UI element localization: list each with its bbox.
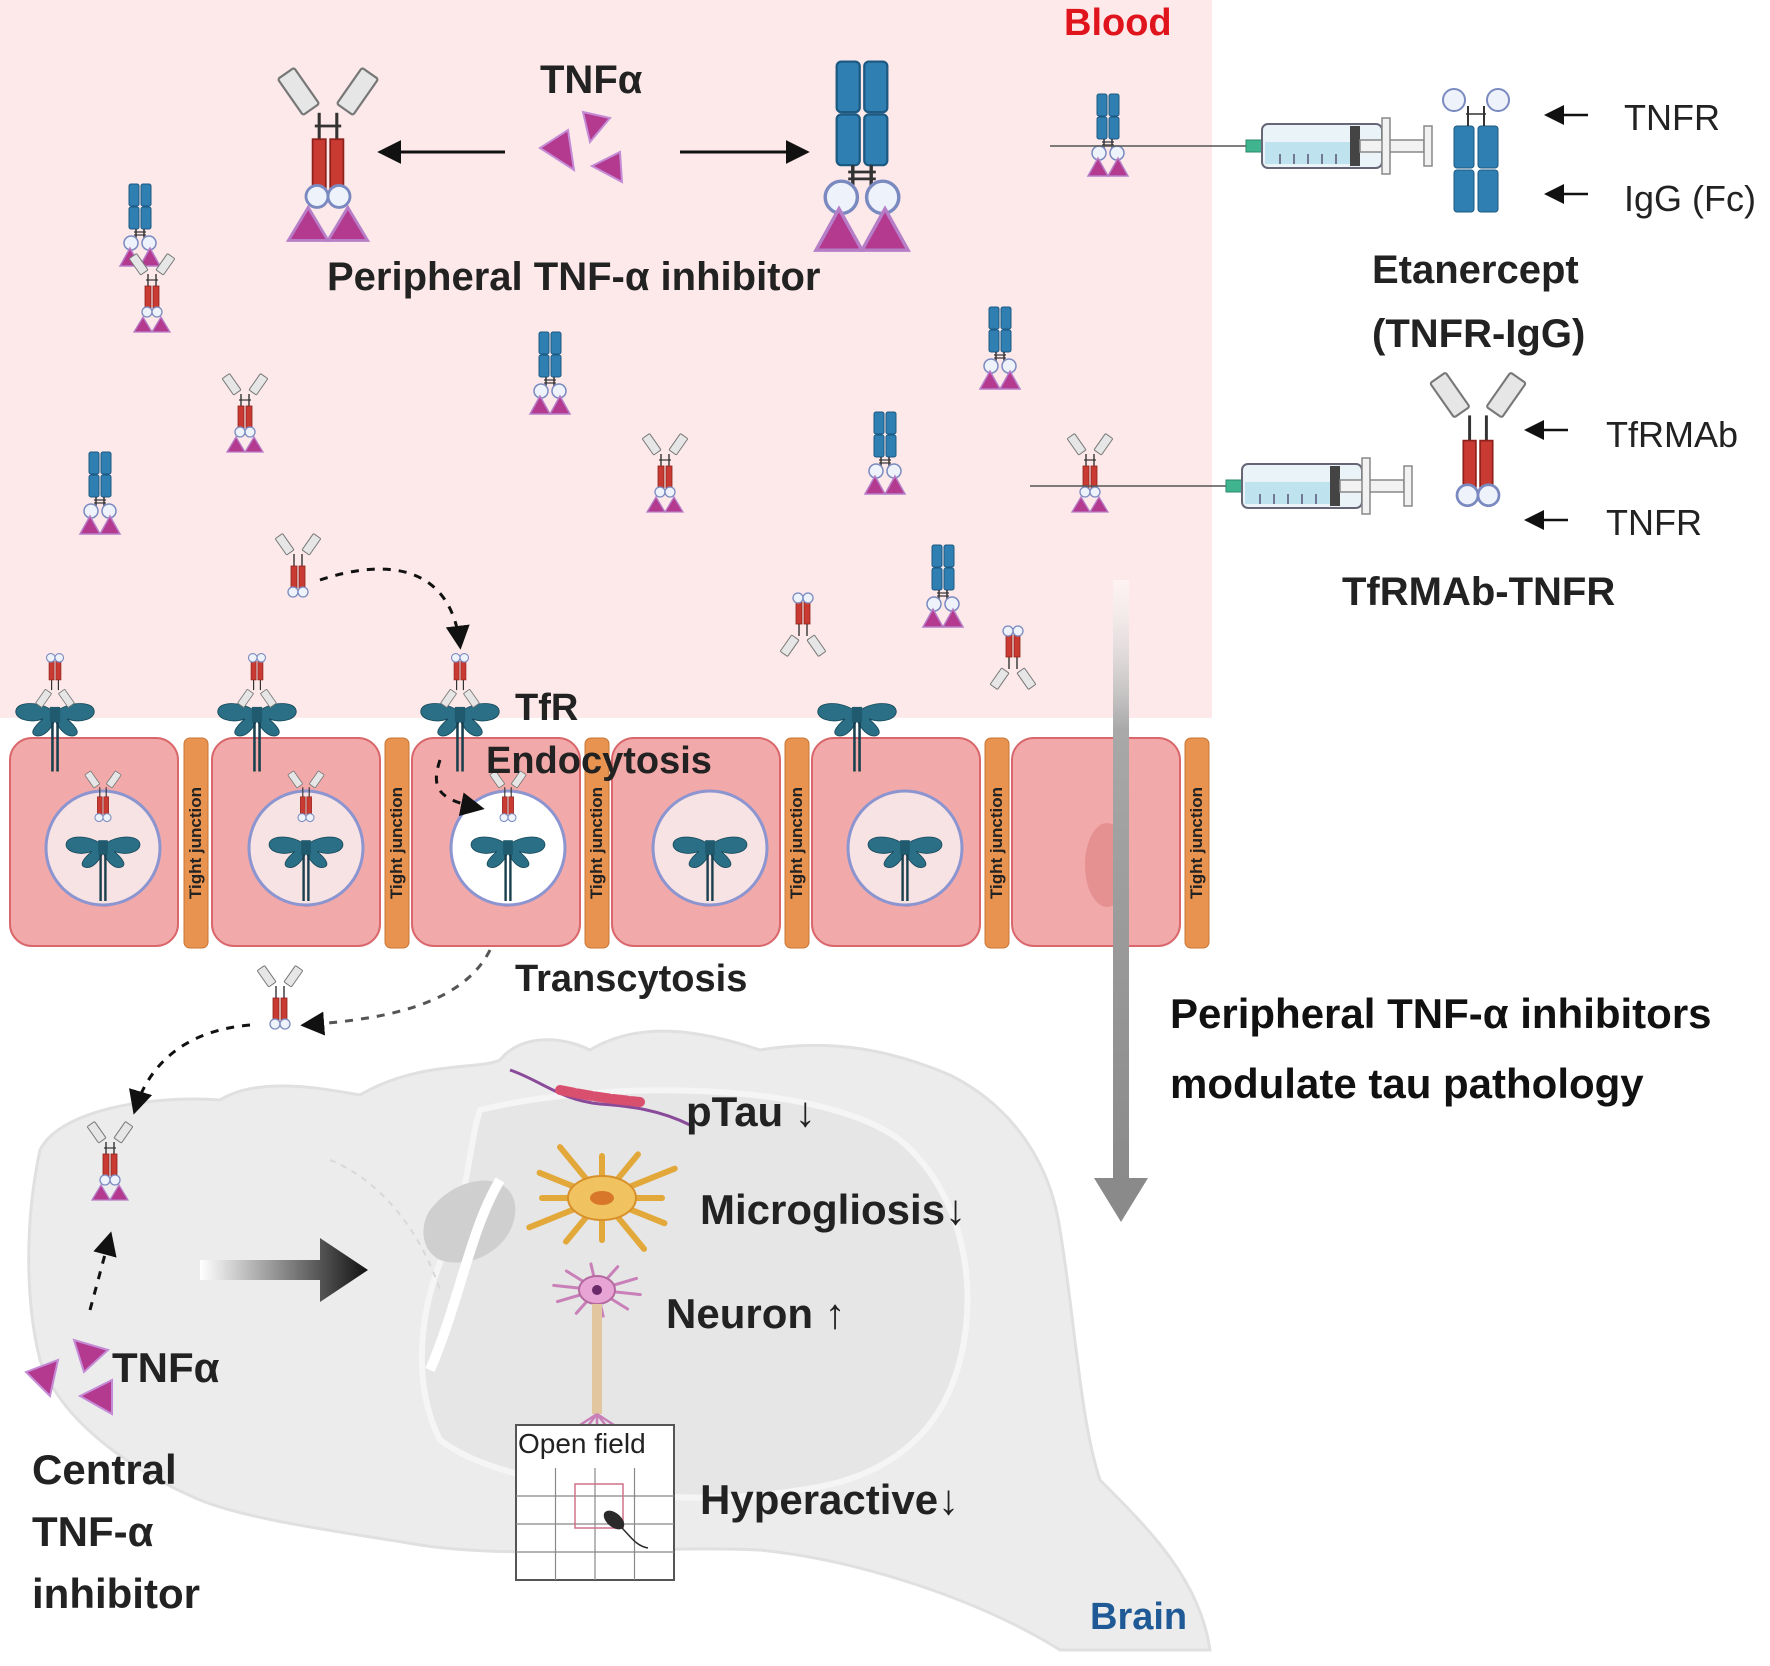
- endocytosis-dashed-arrow: [434, 759, 485, 816]
- ptau-text: pTau: [686, 1088, 784, 1135]
- microgliosis-text: Microgliosis: [700, 1186, 946, 1233]
- tight-junction-label: Tight junction: [387, 786, 406, 900]
- legend-tnfr-circle: [1442, 88, 1466, 112]
- hyperactive-text: Hyperactive: [700, 1476, 939, 1523]
- legend-tnfr-domain: [1477, 125, 1499, 169]
- microglia-icon: [526, 1144, 678, 1252]
- binding-dashed-arrow: [319, 567, 470, 650]
- legend-tnfr-circle: [1486, 88, 1510, 112]
- neuron-text: Neuron: [666, 1290, 813, 1337]
- central-dashed-arrow: [88, 1231, 117, 1311]
- syringe-thumb: [1403, 465, 1413, 507]
- ptau-down-arrow: ↓: [794, 1088, 816, 1135]
- transcytosis-label: Transcytosis: [515, 958, 748, 1000]
- brain-entry-dashed-arrow: [129, 1023, 251, 1115]
- etanercept-syringe-icon: [1050, 117, 1433, 175]
- brain-effect-arrow: [200, 1238, 368, 1302]
- etanercept-subtitle: (TNFR-IgG): [1372, 312, 1586, 356]
- tight-junction-label: Tight junction: [186, 786, 205, 900]
- syringe-flange: [1361, 457, 1371, 515]
- ptau-tangle-icon: [555, 1085, 645, 1107]
- transcytosis-dashed-arrow: [300, 949, 492, 1036]
- microgliosis-label: Microgliosis↓: [700, 1186, 966, 1234]
- legend-fc-domain: [1477, 169, 1499, 213]
- tight-junction: [784, 737, 810, 949]
- neuron-up-arrow: ↑: [824, 1290, 846, 1337]
- tight-junction: [384, 737, 410, 949]
- mouse-icon: [603, 1510, 625, 1530]
- legend-fc-domain: [1453, 169, 1475, 213]
- brain-fold-white: [425, 1177, 505, 1372]
- neuron-axon: [592, 1304, 602, 1414]
- microgliosis-down-arrow: ↓: [945, 1186, 967, 1233]
- gray-downward-arrow-shaft: [1113, 580, 1129, 1180]
- hyperactive-down-arrow: ↓: [938, 1476, 960, 1523]
- tight-junction-label: Tight junction: [987, 786, 1006, 900]
- tnfa-brain-label: TNFα: [112, 1344, 220, 1391]
- tnfa-triangle-icon: [72, 1338, 110, 1374]
- endocytosis-label: Endocytosis: [486, 740, 712, 782]
- tight-junction-label: Tight junction: [587, 786, 606, 900]
- cerebellum-region: [418, 1087, 971, 1501]
- tnfa-top-label: TNFα: [540, 58, 643, 102]
- igg-fc-label: IgG (Fc): [1624, 178, 1756, 219]
- peripheral-inhibitor-label: Peripheral TNF-α inhibitor: [327, 255, 821, 299]
- tight-junction-label: Tight junction: [787, 786, 806, 900]
- microglia-nucleus: [590, 1191, 614, 1205]
- tnfa-triangle-icon: [538, 128, 576, 173]
- syringe-tip: [1245, 139, 1263, 153]
- neuron-label: Neuron ↑: [666, 1290, 846, 1338]
- syringe-plunger-head: [1350, 126, 1360, 166]
- tfrmab-tnfr-free-icon: [256, 964, 304, 1030]
- central-line2: TNF-α: [32, 1508, 154, 1555]
- tight-junction: [1184, 737, 1210, 949]
- blood-region: [0, 0, 1212, 718]
- syringe-fluid: [1265, 142, 1351, 164]
- tight-junction: [183, 737, 209, 949]
- syringe-flange: [1381, 117, 1391, 175]
- tfrmab-syringe-icon: [1030, 457, 1413, 515]
- tight-junction: [584, 737, 610, 949]
- modulate-line1: Peripheral TNF-α inhibitors: [1170, 990, 1712, 1037]
- syringe-tip: [1225, 479, 1243, 493]
- brain-label: Brain: [1090, 1596, 1188, 1638]
- syringe-plunger-rod: [1359, 139, 1425, 153]
- tnfa-triangle-icon: [24, 1358, 60, 1398]
- tfr-label: TfR: [515, 687, 579, 729]
- tfrmab-label: TfRMAb: [1606, 414, 1739, 455]
- etanercept-label: Etanercept: [1372, 248, 1579, 292]
- tight-junction: [984, 737, 1010, 949]
- tight-junction-label: Tight junction: [1187, 786, 1206, 900]
- central-line1: Central: [32, 1446, 177, 1493]
- neuron-nucleus: [592, 1285, 602, 1295]
- open-field-center-zone: [574, 1483, 624, 1529]
- modulate-line2: modulate tau pathology: [1170, 1060, 1644, 1107]
- syringe-fluid: [1245, 482, 1331, 504]
- neuron-icon: [552, 1262, 642, 1442]
- syringe-thumb: [1423, 125, 1433, 167]
- tfrmab-tnfr-label: TfRMAb-TNFR: [1342, 570, 1616, 614]
- ptau-label: pTau ↓: [686, 1088, 816, 1136]
- fusion-tnfr-label: TNFR: [1606, 502, 1702, 543]
- syringe-plunger-head: [1330, 466, 1340, 506]
- blood-label: Blood: [1064, 2, 1172, 44]
- central-line3: inhibitor: [32, 1570, 200, 1617]
- legend-tnfr-domain: [1453, 125, 1475, 169]
- mouse-tail: [621, 1527, 649, 1549]
- tnfa-triangle-icon: [77, 1378, 113, 1416]
- ptau-fiber-icon: [509, 1068, 691, 1127]
- hyperactive-label: Hyperactive↓: [700, 1476, 959, 1524]
- etanercept-tnfr-label: TNFR: [1624, 97, 1720, 138]
- gray-downward-arrowhead: [1094, 1178, 1148, 1222]
- tfrmab-tnfr-legend-icon: [1428, 370, 1528, 508]
- tnfa-triangle-icon: [589, 150, 624, 184]
- open-field-label: Open field: [518, 1428, 646, 1459]
- etanercept-legend-icon: [1442, 88, 1510, 213]
- tnfa-triangle-icon: [581, 110, 612, 145]
- syringe-plunger-rod: [1339, 479, 1405, 493]
- open-field-box: [515, 1424, 675, 1581]
